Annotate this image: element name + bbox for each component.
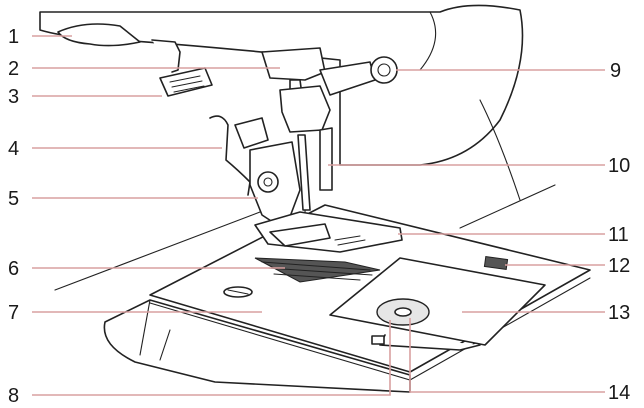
leader-8 [32,320,391,396]
presser-foot-lifter [57,23,141,47]
label-11: 11 [608,224,629,246]
label-4: 4 [8,138,19,160]
label-8: 8 [8,385,19,407]
thread-guide [151,39,213,97]
label-14: 14 [608,382,630,404]
bobbin-cover [329,255,546,351]
label-7: 7 [8,302,19,324]
label-12: 12 [608,255,630,277]
label-2: 2 [8,58,19,80]
label-5: 5 [8,188,19,210]
label-6: 6 [8,258,19,280]
feed-dogs [254,257,381,283]
leader-lines [32,35,605,396]
label-1: 1 [8,26,19,48]
label-3: 3 [8,86,19,108]
callout-labels: 1 2 3 4 5 6 7 8 9 10 11 12 13 14 [8,26,630,407]
leader-14 [409,318,605,393]
label-10: 10 [608,155,630,177]
needle-threader [209,115,269,196]
presser-foot [254,211,403,253]
label-9: 9 [610,60,621,82]
label-13: 13 [608,302,630,324]
needle-clamp-assembly [261,47,398,241]
